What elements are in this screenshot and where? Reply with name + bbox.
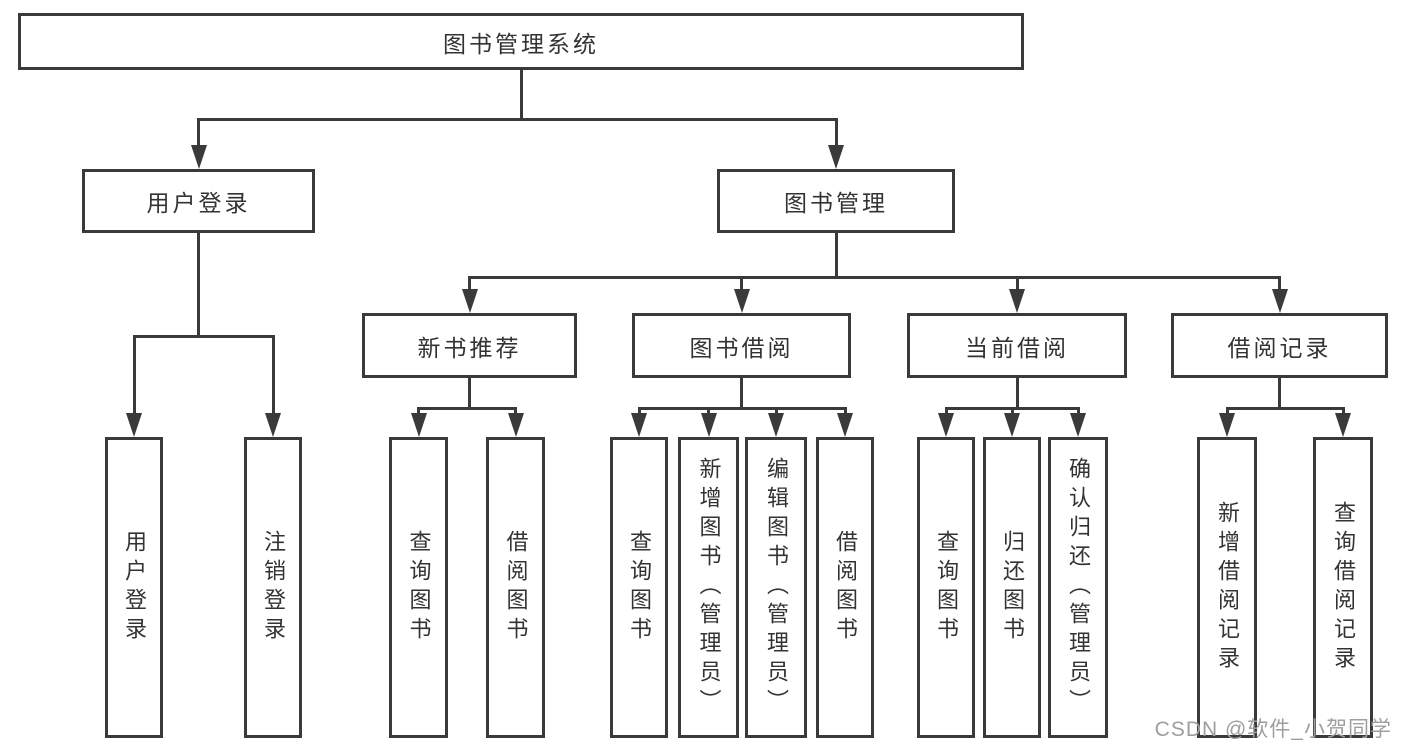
connector-line-vertical: [132, 336, 136, 419]
arrowhead-down-icon: [768, 413, 784, 437]
arrowhead-down-icon: [507, 413, 524, 437]
connector-line-horizontal: [637, 406, 847, 410]
connector-line-vertical: [468, 277, 471, 295]
connector-line-vertical: [834, 119, 838, 151]
connector-line-vertical: [740, 378, 743, 408]
node-return-books: 归还图书: [983, 437, 1041, 738]
arrowhead-down-icon: [828, 145, 844, 169]
connector-line-horizontal: [132, 334, 275, 338]
node-query-books-2: 查询图书: [610, 437, 668, 738]
node-library-system-root: 图书管理系统: [18, 13, 1024, 70]
node-book-management: 图书管理: [717, 169, 955, 233]
node-new-book-recommend: 新书推荐: [362, 313, 577, 378]
arrowhead-down-icon: [1335, 413, 1351, 437]
arrowhead-down-icon: [1004, 413, 1020, 437]
arrowhead-down-icon: [837, 413, 853, 437]
node-logout-leaf: 注销登录: [244, 437, 302, 738]
arrowhead-down-icon: [631, 413, 647, 437]
arrowhead-down-icon: [410, 413, 427, 437]
connector-line-horizontal: [197, 117, 838, 121]
node-user-login-leaf: 用户登录: [105, 437, 163, 738]
connector-line-vertical: [1278, 378, 1281, 408]
connector-line-horizontal: [417, 406, 517, 410]
arrowhead-down-icon: [1009, 289, 1025, 313]
node-borrow-books-1: 借阅图书: [486, 437, 545, 738]
node-query-borrow-record: 查询借阅记录: [1313, 437, 1373, 738]
node-confirm-return-admin: 确认归还（管理员）: [1048, 437, 1108, 738]
connector-line-vertical: [197, 119, 200, 151]
connector-line-vertical: [740, 277, 743, 295]
connector-line-vertical: [834, 233, 838, 277]
node-borrow-books-2: 借阅图书: [816, 437, 874, 738]
node-book-borrowing: 图书借阅: [632, 313, 851, 378]
connector-line-vertical: [468, 378, 471, 408]
connector-line-vertical: [1015, 277, 1019, 295]
node-query-books-3: 查询图书: [917, 437, 975, 738]
arrowhead-down-icon: [938, 413, 954, 437]
connector-line-horizontal: [1225, 406, 1345, 410]
arrowhead-down-icon: [1219, 413, 1235, 437]
arrowhead-down-icon: [190, 145, 207, 169]
connector-line-horizontal: [468, 275, 1281, 279]
csdn-watermark: CSDN @软件_小贺同学: [1154, 718, 1392, 741]
node-add-borrow-record: 新增借阅记录: [1197, 437, 1257, 738]
node-current-borrowing: 当前借阅: [907, 313, 1127, 378]
node-edit-books-admin: 编辑图书（管理员）: [745, 437, 807, 738]
arrowhead-down-icon: [265, 413, 281, 437]
arrowhead-down-icon: [733, 289, 750, 313]
arrowhead-down-icon: [461, 289, 478, 313]
arrowhead-down-icon: [700, 413, 717, 437]
arrowhead-down-icon: [1271, 289, 1288, 313]
node-user-login-branch: 用户登录: [82, 169, 315, 233]
connector-line-vertical: [1015, 378, 1019, 408]
node-query-books-1: 查询图书: [389, 437, 448, 738]
node-borrowing-records: 借阅记录: [1171, 313, 1388, 378]
connector-line-vertical: [197, 233, 200, 336]
arrowhead-down-icon: [126, 413, 142, 437]
connector-line-vertical: [271, 336, 275, 419]
node-add-books-admin: 新增图书（管理员）: [678, 437, 739, 738]
connector-line-vertical: [1278, 277, 1281, 295]
connector-line-vertical: [519, 70, 523, 119]
arrowhead-down-icon: [1070, 413, 1086, 437]
